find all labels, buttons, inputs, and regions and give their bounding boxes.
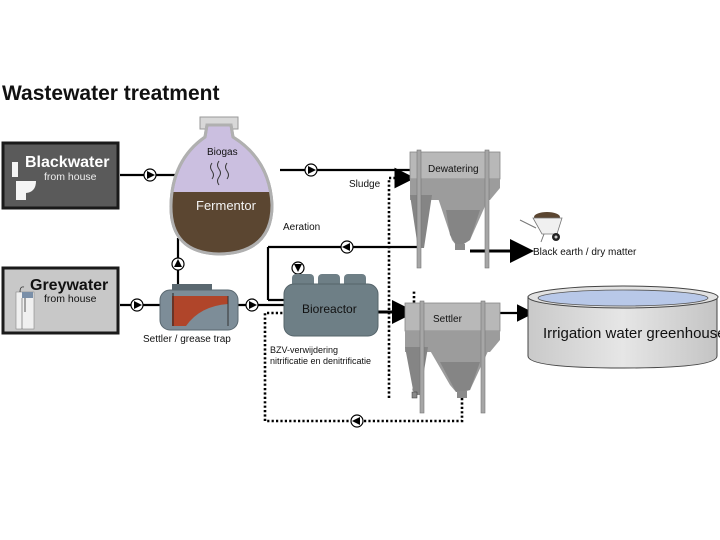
bioreactor-note-line2: nitrificatie en denitrificatie: [270, 356, 371, 366]
grease-trap: Settler / grease trap: [143, 284, 239, 345]
pump-icon: [171, 257, 185, 271]
biogas-label: Biogas: [207, 147, 238, 158]
grease-trap-label: Settler / grease trap: [143, 334, 231, 345]
greywater-source: Greywater from house: [1, 266, 120, 335]
blackwater-subtitle: from house: [44, 171, 97, 183]
aeration-label: Aeration: [283, 222, 320, 233]
dewatering-label: Dewatering: [428, 164, 479, 175]
bioreactor: Bioreactor BZV-verwijdering nitrificatie…: [270, 274, 379, 366]
irrigation-label: Irrigation water greenhouse: [543, 325, 720, 342]
sink-icon: [15, 286, 35, 330]
sludge-label: Sludge: [349, 179, 381, 190]
dewatering-unit: Dewatering: [409, 149, 501, 269]
irrigation-tank: Irrigation water greenhouse: [527, 285, 720, 369]
greywater-subtitle: from house: [44, 293, 97, 305]
gas-bubbles-icon: [210, 160, 229, 186]
black-earth-label: Black earth / dry matter: [533, 247, 637, 258]
pump-icon: [143, 168, 157, 182]
bioreactor-label: Bioreactor: [302, 302, 357, 316]
fermentor: Biogas Fermentor: [169, 116, 274, 256]
blackwater-source: Blackwater from house: [1, 141, 120, 210]
pump-icon: [130, 298, 144, 312]
wheelbarrow-icon: [519, 212, 563, 243]
settler-label: Settler: [433, 314, 463, 325]
sludge-line: [387, 167, 416, 398]
greywater-title: Greywater: [30, 277, 108, 294]
pump-icon: [340, 240, 354, 254]
pump-icon: [291, 261, 305, 275]
toilet-icon: [12, 162, 36, 200]
pump-icon: [350, 414, 364, 428]
settler-unit: Settler: [404, 300, 501, 414]
return-sludge-line: [263, 311, 464, 423]
pump-icon: [245, 298, 259, 312]
bioreactor-note-line1: BZV-verwijdering: [270, 345, 338, 355]
fermentor-label: Fermentor: [196, 198, 257, 213]
blackwater-title: Blackwater: [25, 154, 110, 171]
page-title: Wastewater treatment: [2, 82, 219, 105]
pump-icon: [304, 163, 318, 177]
